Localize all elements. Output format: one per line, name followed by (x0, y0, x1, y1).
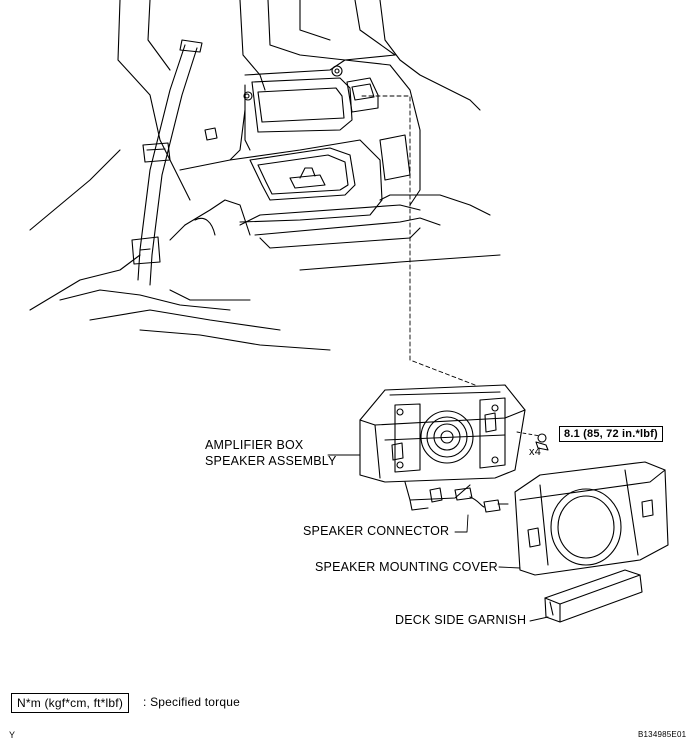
bolt-icon (535, 433, 549, 451)
speaker-mounting-cover (514, 461, 669, 576)
figure-id: B134985E01 (638, 730, 687, 739)
amplifier-label-line2: SPEAKER ASSEMBLY (205, 454, 337, 468)
quantity-label: x4 (529, 446, 542, 458)
mounting-cover-label: SPEAKER MOUNTING COVER (315, 560, 498, 574)
torque-spec-box: 8.1 (85, 72 in.*lbf) (559, 426, 663, 442)
amplifier-label-line1: AMPLIFIER BOX (205, 438, 304, 452)
legend-text: : Specified torque (143, 695, 240, 709)
garnish-label: DECK SIDE GARNISH (395, 613, 527, 627)
speaker-connector-label: SPEAKER CONNECTOR (303, 524, 450, 538)
deck-side-garnish (544, 569, 643, 623)
label-leader-lines (327, 454, 549, 622)
amplifier-box-speaker-assembly (359, 384, 526, 513)
footer-left-code: Y (9, 730, 16, 740)
dashed-leader-line (361, 95, 476, 386)
vehicle-interior-drawing (29, 0, 501, 351)
legend-unit-box: N*m (kgf*cm, ft*lbf) (11, 693, 130, 713)
